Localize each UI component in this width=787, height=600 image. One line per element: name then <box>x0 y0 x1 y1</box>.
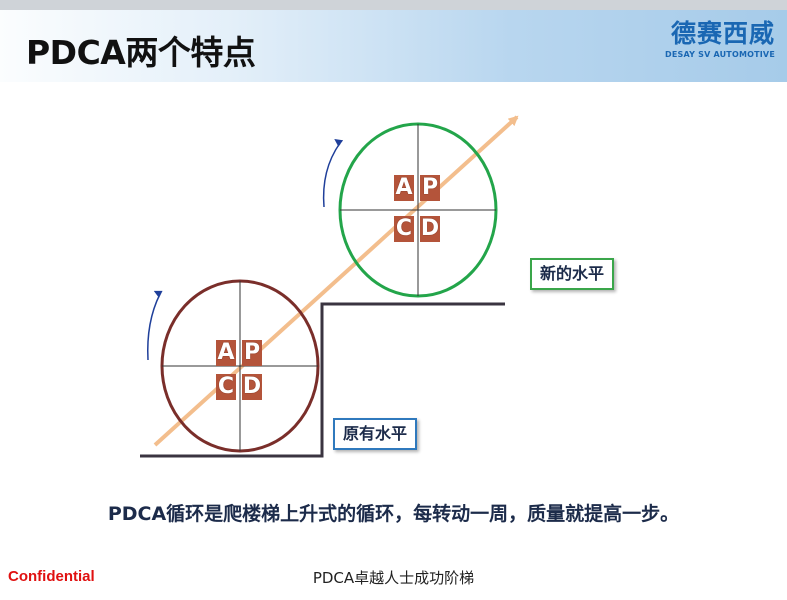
header-bar <box>0 10 787 82</box>
lower-rotation-arrow <box>147 290 163 361</box>
upper-cycle-cell-p: P <box>420 175 440 201</box>
stair-line <box>140 302 505 458</box>
slide-footer: PDCA卓越人士成功阶梯 <box>312 569 475 587</box>
upper-cycle-cell-d: D <box>420 216 440 242</box>
lower-cycle-cell-a: A <box>216 340 236 366</box>
rising-arrow <box>153 115 519 447</box>
slide-caption: PDCA循环是爬楼梯上升式的循环，每转动一周，质量就提高一步。 <box>107 503 680 525</box>
new-level-label: 新的水平 <box>530 258 615 290</box>
confidential-mark: Confidential <box>8 568 95 585</box>
slide-title: PDCA两个特点 <box>26 33 256 72</box>
upper-cycle-cell-a: A <box>394 175 414 201</box>
lower-cycle-cell-d: D <box>242 374 262 400</box>
original-level-label: 原有水平 <box>333 418 418 450</box>
upper-rotation-arrow <box>322 138 344 208</box>
lower-cycle-cell-c: C <box>216 374 236 400</box>
company-logo-subtext: DESAY SV AUTOMOTIVE <box>665 50 775 59</box>
company-logo-text: 德赛西威 <box>670 19 775 48</box>
upper-cycle-cell-c: C <box>394 216 414 242</box>
lower-cycle-cell-p: P <box>242 340 262 366</box>
top-strip <box>0 0 787 10</box>
